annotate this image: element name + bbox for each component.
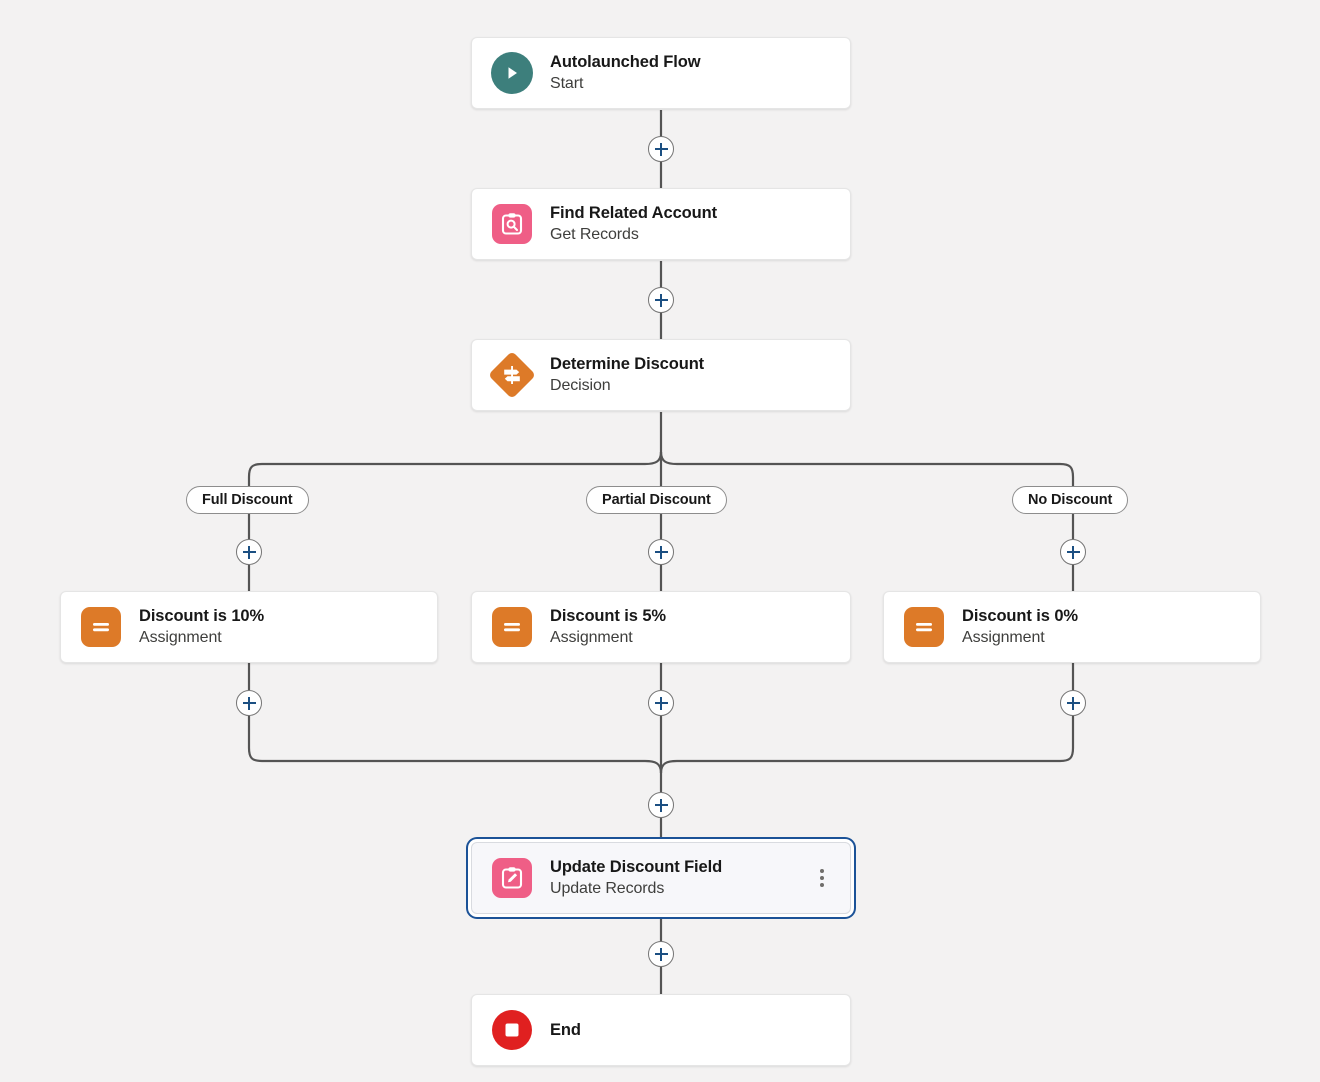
assignment-full-icon-wrap: [79, 605, 123, 649]
assignment-full-title: Discount is 10%: [139, 606, 265, 625]
get-records-node-subtitle: Get Records: [550, 225, 639, 243]
start-node-labels: Autolaunched Flow Start: [550, 52, 701, 95]
branch-label-partial-discount[interactable]: Partial Discount: [586, 486, 727, 514]
decision-node-subtitle: Decision: [550, 376, 611, 394]
update-records-subtitle: Update Records: [550, 879, 665, 897]
add-element-after-assignment-none[interactable]: [1060, 690, 1086, 716]
signpost-icon: [487, 350, 537, 400]
branch-label-text: No Discount: [1028, 492, 1113, 508]
get-records-node-icon-wrap: [490, 202, 534, 246]
flow-node-start[interactable]: Autolaunched Flow Start: [471, 37, 851, 109]
flow-node-assignment-partial[interactable]: Discount is 5% Assignment: [471, 591, 851, 663]
stop-icon: [492, 1010, 532, 1050]
add-element-before-end[interactable]: [648, 941, 674, 967]
add-element-branch-full[interactable]: [236, 539, 262, 565]
equals-icon: [904, 607, 944, 647]
end-node-icon-wrap: [490, 1008, 534, 1052]
assignment-partial-title: Discount is 5%: [550, 606, 666, 625]
add-element-branch-none[interactable]: [1060, 539, 1086, 565]
menu-dot: [820, 876, 824, 880]
flow-node-decision[interactable]: Determine Discount Decision: [471, 339, 851, 411]
branch-label-no-discount[interactable]: No Discount: [1012, 486, 1129, 514]
add-element-get-records-to-decision[interactable]: [648, 287, 674, 313]
flow-node-get-records[interactable]: Find Related Account Get Records: [471, 188, 851, 260]
decision-node-icon-wrap: [487, 350, 537, 400]
add-element-branch-partial[interactable]: [648, 539, 674, 565]
end-node-labels: End: [550, 1020, 581, 1040]
assignment-partial-subtitle: Assignment: [550, 628, 633, 646]
menu-dot: [820, 869, 824, 873]
update-records-title: Update Discount Field: [550, 857, 723, 876]
assignment-none-subtitle: Assignment: [962, 628, 1045, 646]
equals-icon: [492, 607, 532, 647]
get-records-node-title: Find Related Account: [550, 203, 717, 222]
get-records-node-labels: Find Related Account Get Records: [550, 203, 717, 246]
flow-node-update-records[interactable]: Update Discount Field Update Records: [471, 842, 851, 914]
clipboard-search-icon: [492, 204, 532, 244]
start-node-subtitle: Start: [550, 74, 584, 92]
decision-node-labels: Determine Discount Decision: [550, 354, 704, 397]
assignment-full-labels: Discount is 10% Assignment: [139, 606, 264, 649]
start-node-title: Autolaunched Flow: [550, 52, 701, 71]
add-element-after-assignment-full[interactable]: [236, 690, 262, 716]
update-records-labels: Update Discount Field Update Records: [550, 857, 722, 900]
node-menu-icon[interactable]: [810, 865, 834, 891]
branch-label-full-discount[interactable]: Full Discount: [186, 486, 309, 514]
end-node-title: End: [550, 1021, 581, 1039]
assignment-partial-labels: Discount is 5% Assignment: [550, 606, 666, 649]
assignment-none-icon-wrap: [902, 605, 946, 649]
start-node-icon-wrap: [490, 51, 534, 95]
add-element-after-assignment-partial[interactable]: [648, 690, 674, 716]
update-records-icon-wrap: [490, 856, 534, 900]
play-icon: [491, 52, 533, 94]
menu-dot: [820, 883, 824, 887]
flow-node-assignment-none[interactable]: Discount is 0% Assignment: [883, 591, 1261, 663]
assignment-none-labels: Discount is 0% Assignment: [962, 606, 1078, 649]
add-element-before-update-records[interactable]: [648, 792, 674, 818]
assignment-partial-icon-wrap: [490, 605, 534, 649]
branch-label-text: Full Discount: [202, 492, 293, 508]
flow-node-end[interactable]: End: [471, 994, 851, 1066]
flow-node-assignment-full[interactable]: Discount is 10% Assignment: [60, 591, 438, 663]
assignment-full-subtitle: Assignment: [139, 628, 222, 646]
assignment-none-title: Discount is 0%: [962, 606, 1078, 625]
decision-node-title: Determine Discount: [550, 354, 705, 373]
equals-icon: [81, 607, 121, 647]
branch-label-text: Partial Discount: [602, 492, 711, 508]
add-element-start-to-get-records[interactable]: [648, 136, 674, 162]
clipboard-pencil-icon: [492, 858, 532, 898]
